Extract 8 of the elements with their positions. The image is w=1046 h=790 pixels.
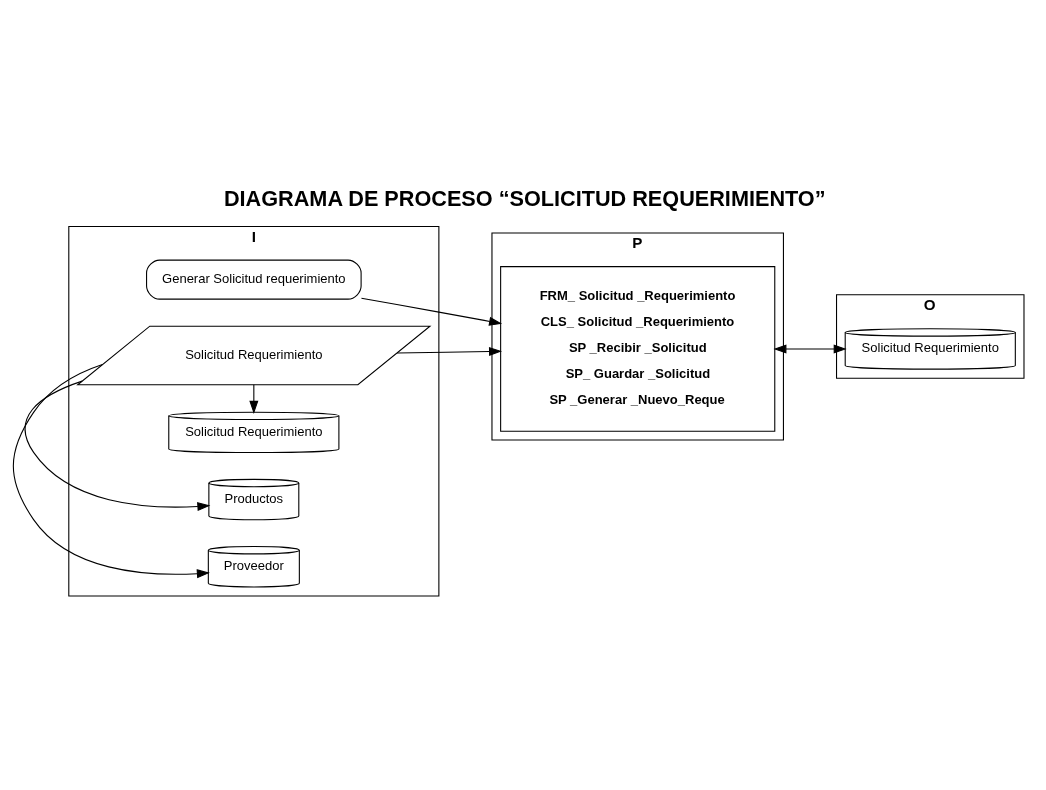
arrow	[24, 380, 211, 512]
diagram-title: DIAGRAMA DE PROCESO “SOLICITUD REQUERIMIENTO”	[223, 185, 826, 211]
node-box: FRM_ Solicitud _Requerimiento CLS_ Solicitud _Requerimiento SP _Recibir _Solicitud SP_ Guardar _Solicitud SP _Generar _Nuevo_Reque	[500, 266, 776, 432]
arrow	[12, 364, 210, 579]
arrow	[360, 297, 503, 326]
arrow	[396, 346, 503, 356]
node-box: Generar Solicitud requerimiento	[146, 259, 362, 300]
arrow	[773, 344, 847, 354]
